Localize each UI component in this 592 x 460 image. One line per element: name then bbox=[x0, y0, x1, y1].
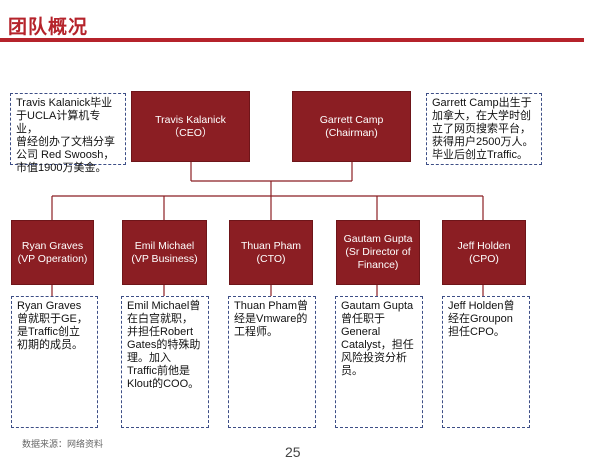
note-emil: Emil Michael曾 在白宫就职， 并担任Robert Gates的特殊助… bbox=[121, 296, 209, 428]
page-number: 25 bbox=[285, 444, 301, 460]
note-jeff: Jeff Holden曾 经在Groupon 担任CPO。 bbox=[442, 296, 530, 428]
box-role: (Chairman) bbox=[325, 126, 378, 139]
source-footnote: 数据来源：网络资料 bbox=[22, 440, 104, 450]
box-garrett-camp: Garrett Camp (Chairman) bbox=[292, 91, 411, 162]
box-role: (VP Business) bbox=[131, 252, 198, 265]
box-emil-michael: Emil Michael (VP Business) bbox=[122, 220, 207, 285]
box-name: Travis Kalanick bbox=[155, 113, 226, 126]
box-role: (VP Operation) bbox=[17, 252, 88, 265]
box-role: (CPO) bbox=[469, 252, 499, 265]
box-name: Garrett Camp bbox=[319, 113, 384, 126]
box-name: Gautam Gupta bbox=[343, 233, 413, 245]
page-title: 团队概况 bbox=[8, 16, 89, 38]
title-divider bbox=[0, 38, 584, 42]
box-name: Ryan Graves bbox=[21, 239, 84, 252]
note-gautam: Gautam Gupta 曾任职于 General Catalyst，担任 风险… bbox=[335, 296, 423, 428]
box-travis-kalanick: Travis Kalanick （CEO） bbox=[131, 91, 250, 162]
note-ryan: Ryan Graves 曾就职于GE， 是Traffic创立 初期的成员。 bbox=[11, 296, 98, 428]
box-gautam-gupta: Gautam Gupta (Sr Director of Finance) bbox=[336, 220, 420, 285]
box-role: (Sr Director of Finance) bbox=[345, 246, 411, 271]
note-travis: Travis Kalanick毕业 于UCLA计算机专业， 曾经创办了文档分享 … bbox=[10, 93, 126, 174]
note-thuan: Thuan Pham曾 经是Vmware的 工程师。 bbox=[228, 296, 316, 428]
box-jeff-holden: Jeff Holden (CPO) bbox=[442, 220, 526, 285]
box-role: (CTO) bbox=[256, 252, 286, 265]
box-name: Jeff Holden bbox=[457, 239, 511, 252]
box-ryan-graves: Ryan Graves (VP Operation) bbox=[11, 220, 94, 285]
note-garrett: Garrett Camp出生于 加拿大，在大学时创 立了网页搜索平台， 获得用户… bbox=[426, 93, 542, 165]
box-name: Emil Michael bbox=[134, 239, 195, 252]
box-thuan-pham: Thuan Pham (CTO) bbox=[229, 220, 313, 285]
box-role: （CEO） bbox=[168, 126, 213, 139]
box-name: Thuan Pham bbox=[240, 239, 302, 252]
